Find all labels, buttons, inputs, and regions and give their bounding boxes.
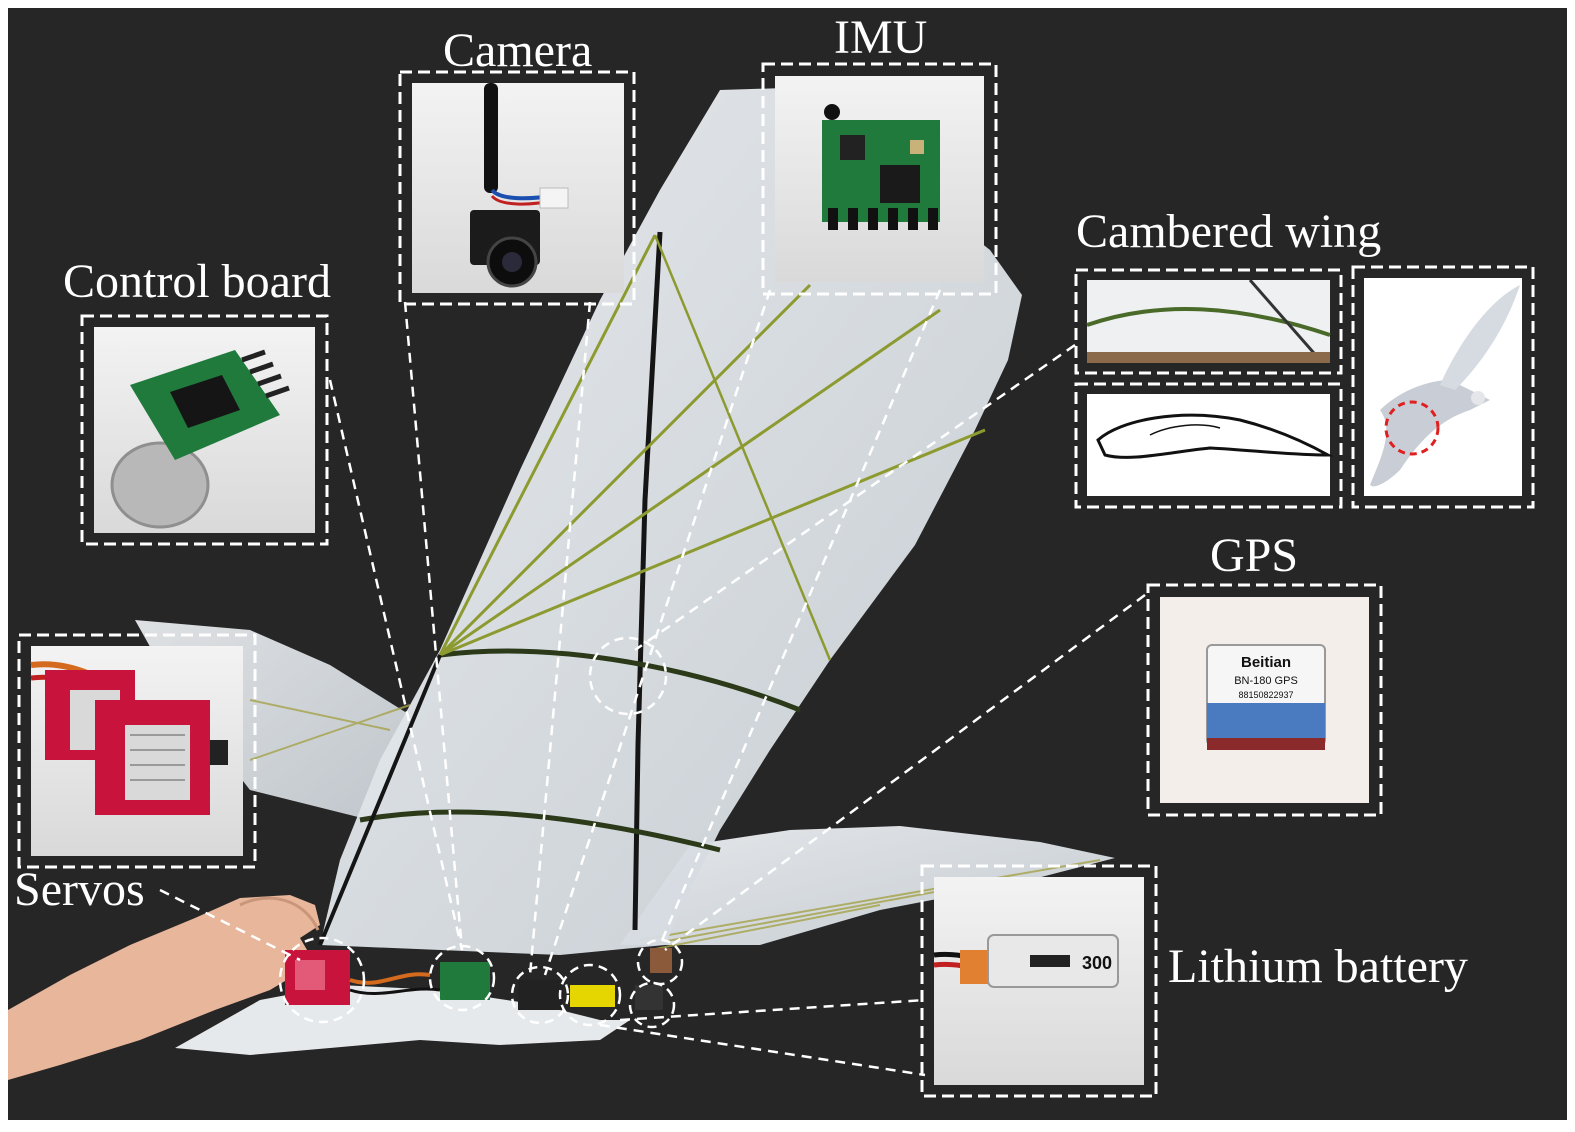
label-cambered-wing: Cambered wing bbox=[1076, 205, 1382, 258]
battery-capacity-text: 300 bbox=[1082, 953, 1112, 973]
label-imu: IMU bbox=[834, 11, 928, 64]
hand bbox=[8, 895, 320, 1080]
label-camera: Camera bbox=[443, 24, 593, 77]
fuselage-components bbox=[285, 948, 672, 1010]
leader-lines bbox=[159, 289, 1146, 1077]
gps-panel: Beitian BN-180 GPS 88150822937 bbox=[1146, 583, 1383, 817]
camera-panel bbox=[398, 70, 636, 306]
label-control-board: Control board bbox=[63, 255, 331, 308]
lithium-battery-panel: 300 bbox=[920, 864, 1158, 1098]
label-servos: Servos bbox=[14, 863, 145, 916]
imu-panel bbox=[761, 62, 998, 296]
label-gps: GPS bbox=[1210, 529, 1299, 582]
control-board-panel bbox=[80, 314, 329, 546]
lower-wing-ribs bbox=[249, 699, 411, 761]
finger bbox=[239, 896, 320, 931]
label-lithium-battery: Lithium battery bbox=[1168, 940, 1468, 993]
main-wing-membrane bbox=[320, 88, 1022, 955]
wing-highlight-circle bbox=[1384, 400, 1440, 456]
airfoil-profile-icon bbox=[1096, 413, 1334, 459]
cambered-wing-panels bbox=[1074, 265, 1535, 509]
servos-panel bbox=[17, 633, 257, 869]
gps-model-text: BN-180 GPS bbox=[1234, 675, 1298, 687]
camera-cable bbox=[484, 83, 498, 193]
coin-icon bbox=[110, 441, 210, 529]
gps-brand-text: Beitian bbox=[1241, 654, 1291, 671]
gps-serial-text: 88150822937 bbox=[1238, 690, 1293, 700]
tail-wing-right bbox=[620, 826, 1115, 945]
wing-veins bbox=[318, 231, 986, 946]
